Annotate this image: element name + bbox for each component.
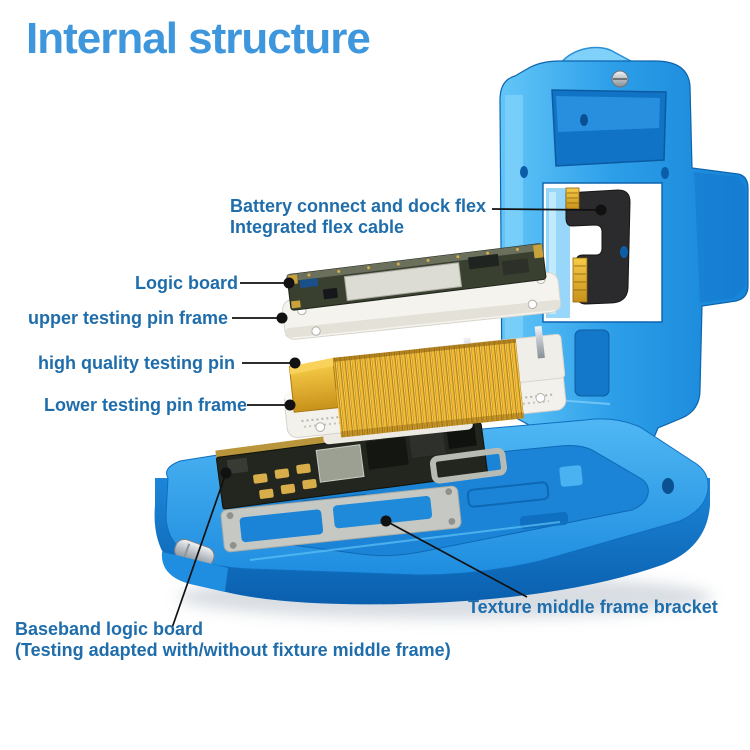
label-baseband-line2: (Testing adapted with/without fixture mi… bbox=[15, 640, 451, 660]
label-lower-pin-frame: Lower testing pin frame bbox=[44, 395, 248, 415]
leader-dot bbox=[595, 204, 607, 216]
page-title: Internal structure bbox=[26, 14, 371, 63]
label-battery-flex-line2: Integrated flex cable bbox=[230, 217, 405, 237]
leader-lines bbox=[171, 208, 601, 629]
label-logic-board: Logic board bbox=[135, 273, 238, 293]
label-baseband: Baseband logic board (Testing adapted wi… bbox=[15, 619, 451, 661]
leader-dot bbox=[380, 515, 392, 527]
label-battery-flex-line1: Battery connect and dock flex bbox=[230, 196, 487, 216]
leader-dot bbox=[276, 312, 288, 324]
bracket-clip bbox=[429, 447, 508, 484]
label-battery-flex: Battery connect and dock flex Integrated… bbox=[230, 196, 486, 238]
leader-dot bbox=[289, 357, 301, 369]
label-upper-pin-frame: upper testing pin frame bbox=[28, 308, 229, 328]
testing-pins bbox=[288, 325, 566, 438]
leader-dot bbox=[284, 399, 296, 411]
label-middle-frame-bracket: Texture middle frame bracket bbox=[468, 597, 718, 617]
label-testing-pin: high quality testing pin bbox=[38, 353, 235, 373]
flex-connector-top bbox=[565, 187, 580, 210]
battery-flex-cable bbox=[565, 187, 631, 305]
label-baseband-line1: Baseband logic board bbox=[15, 619, 204, 639]
sim-contacts bbox=[253, 463, 317, 499]
middle-frame-bracket bbox=[220, 485, 462, 553]
leader-dots bbox=[220, 204, 607, 527]
logic-board bbox=[286, 243, 547, 311]
leader-dot bbox=[283, 277, 295, 289]
leader-dot bbox=[220, 467, 232, 479]
flex-connector-bottom bbox=[572, 257, 588, 303]
